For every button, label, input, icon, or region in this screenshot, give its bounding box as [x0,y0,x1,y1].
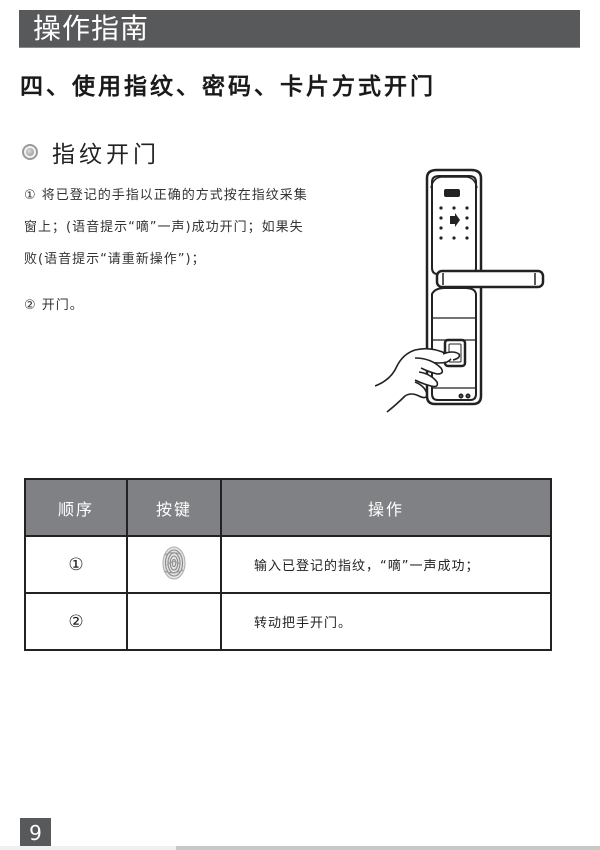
table-header-row: 顺序 按键 操作 [24,478,552,537]
table-row: ② 转动把手开门。 [24,592,552,651]
subsection-title: 指纹开门 [52,142,160,168]
subsection-heading: 指纹开门 [22,136,160,168]
horizontal-scrollbar[interactable] [0,846,600,850]
col-header-order: 顺序 [24,478,128,537]
col-header-operation: 操作 [220,478,552,537]
step-1-text: ① 将已登记的手指以正确的方式按在指纹采集窗上；(语音提示“嘀”一声)成功开门；… [24,188,308,267]
steps-list: ① 将已登记的手指以正确的方式按在指纹采集窗上；(语音提示“嘀”一声)成功开门；… [24,180,316,322]
step-2-text: ② 开门。 [24,298,84,313]
page-number: 9 [20,818,51,846]
smart-door-lock-with-hand-icon [374,168,555,418]
row-key [126,535,222,594]
fingerprint-icon [161,545,187,585]
col-header-key: 按键 [126,478,222,537]
radio-bullet-icon [22,144,38,160]
table-row: ① 输入已登记的指纹，“嘀”一声成功； [24,535,552,594]
row-key [126,592,222,651]
row-order: ② [24,592,128,651]
scrollbar-thumb[interactable] [176,846,600,850]
header-bar: 操作指南 [19,10,580,48]
row-operation: 输入已登记的指纹，“嘀”一声成功； [220,535,552,594]
section-title: 四、使用指纹、密码、卡片方式开门 [20,74,436,100]
row-order: ① [24,535,128,594]
header-title: 操作指南 [33,12,150,45]
operation-table: 顺序 按键 操作 ① 输入已登记的指纹，“嘀”一声成功； [24,478,552,651]
row-operation: 转动把手开门。 [220,592,552,651]
